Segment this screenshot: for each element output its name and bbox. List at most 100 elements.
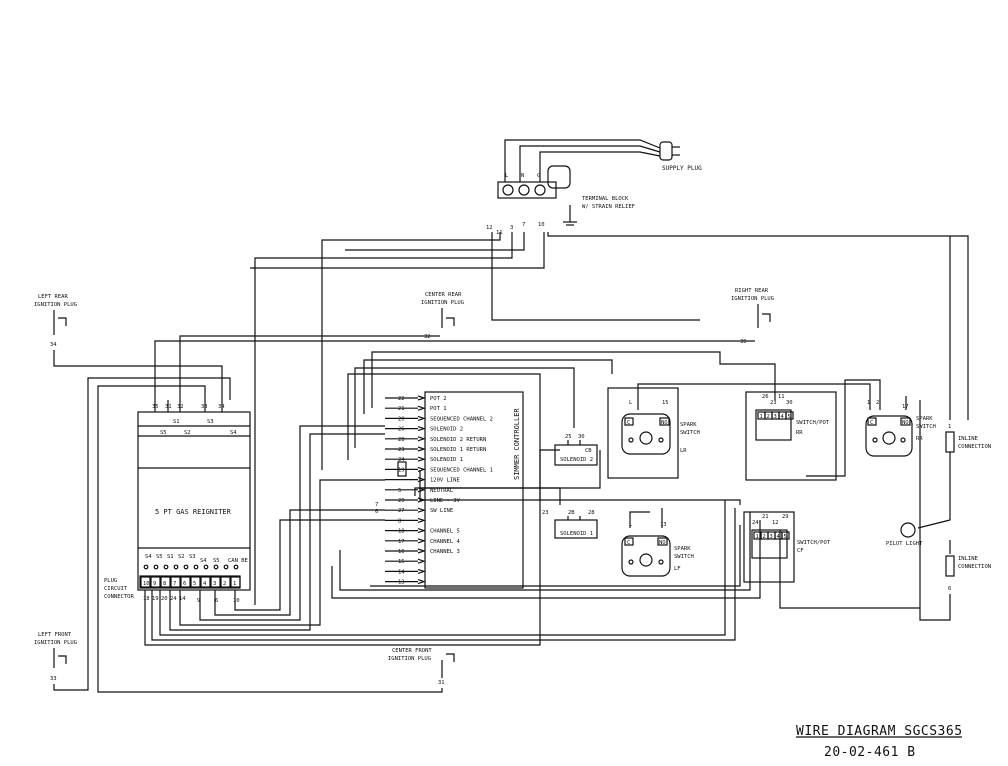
switch-pin: L xyxy=(629,400,633,406)
small-label: S5 xyxy=(156,554,163,560)
reigniter-harness xyxy=(144,425,736,646)
terminal-block-label-2: W/ STRAIN RELIEF xyxy=(582,204,635,210)
arrow-icon xyxy=(417,507,426,513)
controller-pin-label: SOLENOID 2 RETURN xyxy=(430,437,486,443)
gas-reigniter-module: 35 31 32 33 34 S5 S1 S2 S3 S4 5 PT GAS R… xyxy=(104,400,251,604)
right-rear-ignition-plug: RIGHT REAR IGNITION PLUG 35 xyxy=(154,288,774,400)
pot-pin-num: 2 xyxy=(763,534,766,540)
terminal-block-label-1: TERMINAL BLOCK xyxy=(582,196,629,202)
plug-wire-num: 31 xyxy=(438,680,445,686)
switch-label: SWITCH xyxy=(680,430,700,436)
inline-num: 6 xyxy=(948,586,951,592)
arrow-icon xyxy=(417,538,426,544)
plug-label: IGNITION PLUG xyxy=(421,300,464,306)
plug-pin-cell xyxy=(230,576,241,588)
terminal-dot xyxy=(183,564,189,570)
switch-pin: 13 xyxy=(660,522,667,528)
controller-pin-num: 18 xyxy=(398,529,405,535)
reigniter-section: S2 xyxy=(184,430,191,436)
controller-pin-label: SOLENOID 2 xyxy=(430,427,463,433)
small-label: S4 xyxy=(145,554,152,560)
controller-pin-label: NEUTRAL xyxy=(430,488,454,494)
controller-pin-num: 22 xyxy=(398,396,405,402)
arrow-icon xyxy=(417,395,426,401)
pot-pin-cell xyxy=(785,411,794,420)
switch-pin: 17 xyxy=(902,404,909,410)
contact-no: NO xyxy=(661,420,668,426)
controller-pin-label: CHANNEL 3 xyxy=(430,549,460,555)
inline-num: 1 xyxy=(948,424,951,430)
strain-relief-icon xyxy=(547,165,571,189)
pot-pin-num: 3 xyxy=(774,414,777,420)
plug-pin-num: 4 xyxy=(203,581,207,587)
controller-pin-label: SEQUENCED CHANNEL 2 xyxy=(430,416,493,422)
left-front-ignition-plug: LEFT FRONT IGNITION PLUG 33 xyxy=(34,377,231,691)
plug-pin-cell xyxy=(150,576,161,588)
controller-pin-num: 28 xyxy=(398,437,405,443)
center-front-ignition-plug: CENTER FRONT IGNITION PLUG 31 xyxy=(97,385,455,693)
controller-pin-label: SEQUENCED CHANNEL 1 xyxy=(430,467,493,473)
controller-jumper xyxy=(397,461,407,477)
controller-pin-num: 14 xyxy=(398,569,405,575)
inline-label: CONNECTION xyxy=(958,564,991,570)
terminal-wires xyxy=(250,232,969,605)
terminal-num: 3 xyxy=(510,225,513,231)
small-label: S5 xyxy=(213,558,220,564)
arrow-icon xyxy=(417,548,426,554)
inline-connector-icon xyxy=(945,555,955,577)
solenoid-pin: CB xyxy=(585,448,592,454)
terminal-dot xyxy=(233,564,239,570)
plug-pin-num: 8 xyxy=(163,581,166,587)
terminal-dot xyxy=(153,564,159,570)
plug-pin-cell xyxy=(210,576,221,588)
solenoid-label: SOLENOID 1 xyxy=(560,531,593,537)
arrow-icon xyxy=(417,517,426,523)
bottom-wire-num: 20 xyxy=(161,596,168,602)
pot-pin-num: 1 xyxy=(756,534,759,540)
plug-pin-num: 7 xyxy=(173,581,176,587)
contact-c: C xyxy=(870,420,873,426)
switch-pin: 2 xyxy=(876,400,879,406)
plug-label: LEFT REAR xyxy=(38,294,68,300)
title-block: WIRE DIAGRAM SGCS365 20-02-461 B xyxy=(796,724,962,760)
switch-pin: 26 xyxy=(762,394,769,400)
pot-pin-num: 4 xyxy=(777,534,781,540)
switch-label: SWITCH xyxy=(916,424,936,430)
controller-pin-label: SW LINE xyxy=(430,508,453,514)
switch-pin: 30 xyxy=(786,400,793,406)
plug-label: PLUG xyxy=(104,578,117,584)
term-g: G xyxy=(537,173,540,179)
bottom-wire-num: 19 xyxy=(152,596,159,602)
switch-knob-icon xyxy=(882,431,896,445)
switch-pin: L xyxy=(629,522,633,528)
terminal-num: 11 xyxy=(496,230,503,236)
arrow-icon xyxy=(417,579,426,585)
plug-wire-num: 32 xyxy=(424,334,431,340)
controller-pin-num: 29 xyxy=(398,498,405,504)
switch-label: LF xyxy=(674,566,681,572)
small-label: S1 xyxy=(167,554,174,560)
pot-pin-num: 5 xyxy=(784,534,787,540)
pot-pin-num: 5 xyxy=(788,414,791,420)
controller-pin-num: 5 xyxy=(398,488,401,494)
supply-plug-icon xyxy=(659,141,673,161)
arrow-icon xyxy=(417,528,426,534)
switch-label: SPARK xyxy=(680,422,697,428)
plug-wire-num: 34 xyxy=(50,342,57,348)
plug-pin-cell xyxy=(200,576,211,588)
terminal-dot xyxy=(203,564,209,570)
arrow-icon xyxy=(417,405,426,411)
small-label: S3 xyxy=(189,554,196,560)
switch-label: RR xyxy=(796,430,803,436)
switch-pin: 23 xyxy=(770,400,777,406)
switch-label: SPARK xyxy=(916,416,933,422)
solenoid-label: SOLENOID 2 xyxy=(560,457,593,463)
plug-pin-num: 3 xyxy=(213,581,216,587)
arrow-icon xyxy=(417,477,426,483)
